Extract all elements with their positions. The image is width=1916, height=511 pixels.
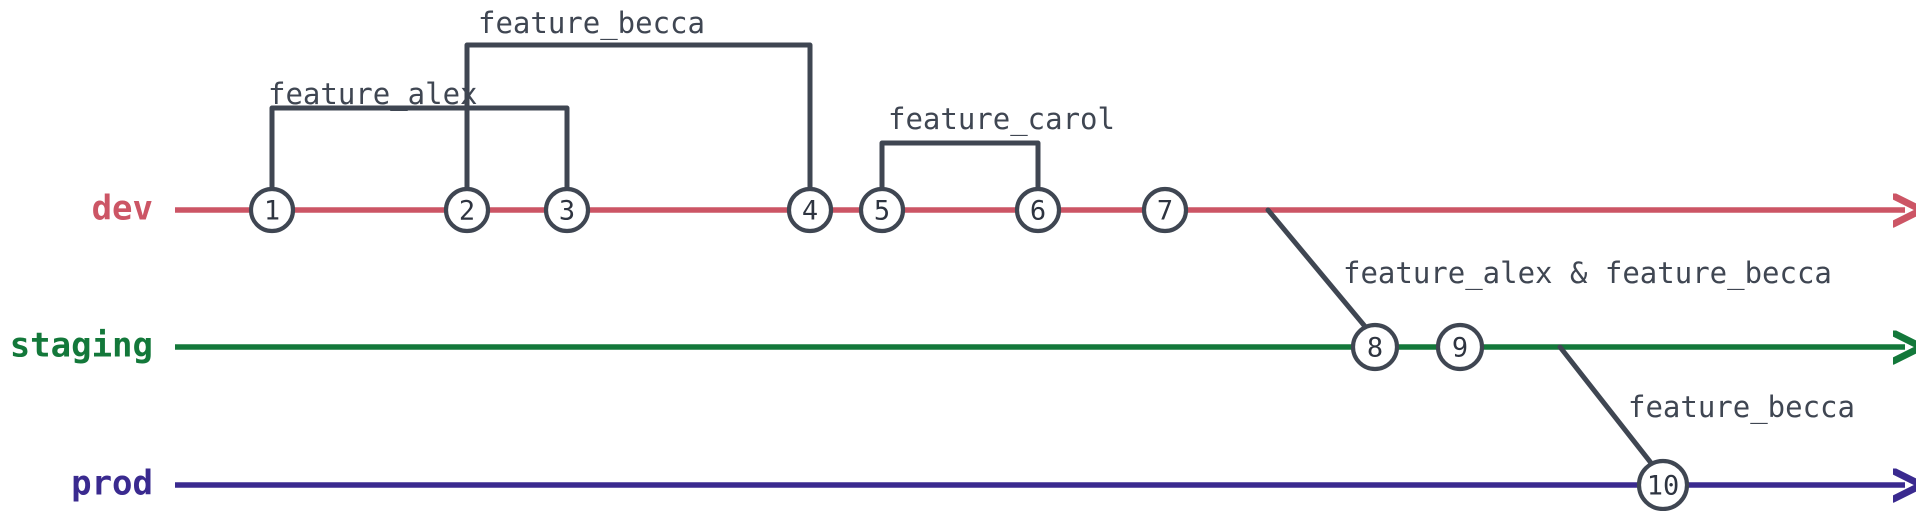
branch-label-dev: dev [92,189,153,229]
commit-circle-7 [1141,186,1189,234]
commit-circle-4 [786,186,834,234]
commit-node-8[interactable]: 8 [1350,322,1400,372]
merge-dev-to-staging [1265,207,1371,333]
merge-labels-group: feature_alex & feature_becca feature_becc… [1343,256,1855,425]
commit-node-3[interactable]: 3 [543,186,591,234]
merge-lines-group [1265,207,1658,471]
commit-label-2: 2 [459,196,475,227]
commit-node-5[interactable]: 5 [858,186,906,234]
commit-circle-8 [1350,322,1400,372]
feature-label-feature_becca: feature_becca [478,6,705,41]
commit-circle-3 [543,186,591,234]
branch-label-staging: staging [10,326,153,366]
feature-label-feature_carol: feature_carol [888,102,1115,137]
commit-node-10[interactable]: 10 [1636,458,1690,511]
commit-circle-6 [1014,186,1062,234]
commit-label-7: 7 [1157,196,1173,227]
bracket-feature_alex [269,105,570,192]
commit-label-6: 6 [1030,196,1046,227]
commit-label-9: 9 [1452,333,1468,364]
commit-label-10: 10 [1647,471,1680,502]
commit-node-9[interactable]: 9 [1435,322,1485,372]
feature-brackets-group [269,42,1041,192]
merge-label-merge-dev-to-staging: feature_alex & feature_becca [1343,256,1832,291]
commit-label-8: 8 [1367,333,1383,364]
branch-labels-group: dev staging prod [10,189,153,504]
branch-lines-group [175,210,1905,485]
feature-label-feature_alex: feature_alex [268,77,478,112]
branch-label-prod: prod [71,464,153,504]
commit-label-4: 4 [802,196,818,227]
commit-circle-5 [858,186,906,234]
bracket-feature_becca [464,42,813,192]
bracket-feature_carol [879,140,1041,192]
commit-circle-10 [1636,458,1690,511]
commit-circle-9 [1435,322,1485,372]
commit-label-3: 3 [559,196,575,227]
commit-node-2[interactable]: 2 [443,186,491,234]
merge-label-merge-staging-to-prod: feature_becca [1628,390,1855,425]
commit-node-4[interactable]: 4 [786,186,834,234]
commit-label-5: 5 [874,196,890,227]
commit-circle-1 [248,186,296,234]
commit-node-1[interactable]: 1 [248,186,296,234]
commit-node-6[interactable]: 6 [1014,186,1062,234]
commit-circle-2 [443,186,491,234]
commit-nodes-group: 1 2 3 4 5 6 7 8 9 10 [248,186,1690,511]
merge-staging-to-prod [1557,344,1658,471]
commit-label-1: 1 [264,196,280,227]
feature-labels-group: feature_alex feature_becca feature_carol [268,6,1115,137]
commit-node-7[interactable]: 7 [1141,186,1189,234]
